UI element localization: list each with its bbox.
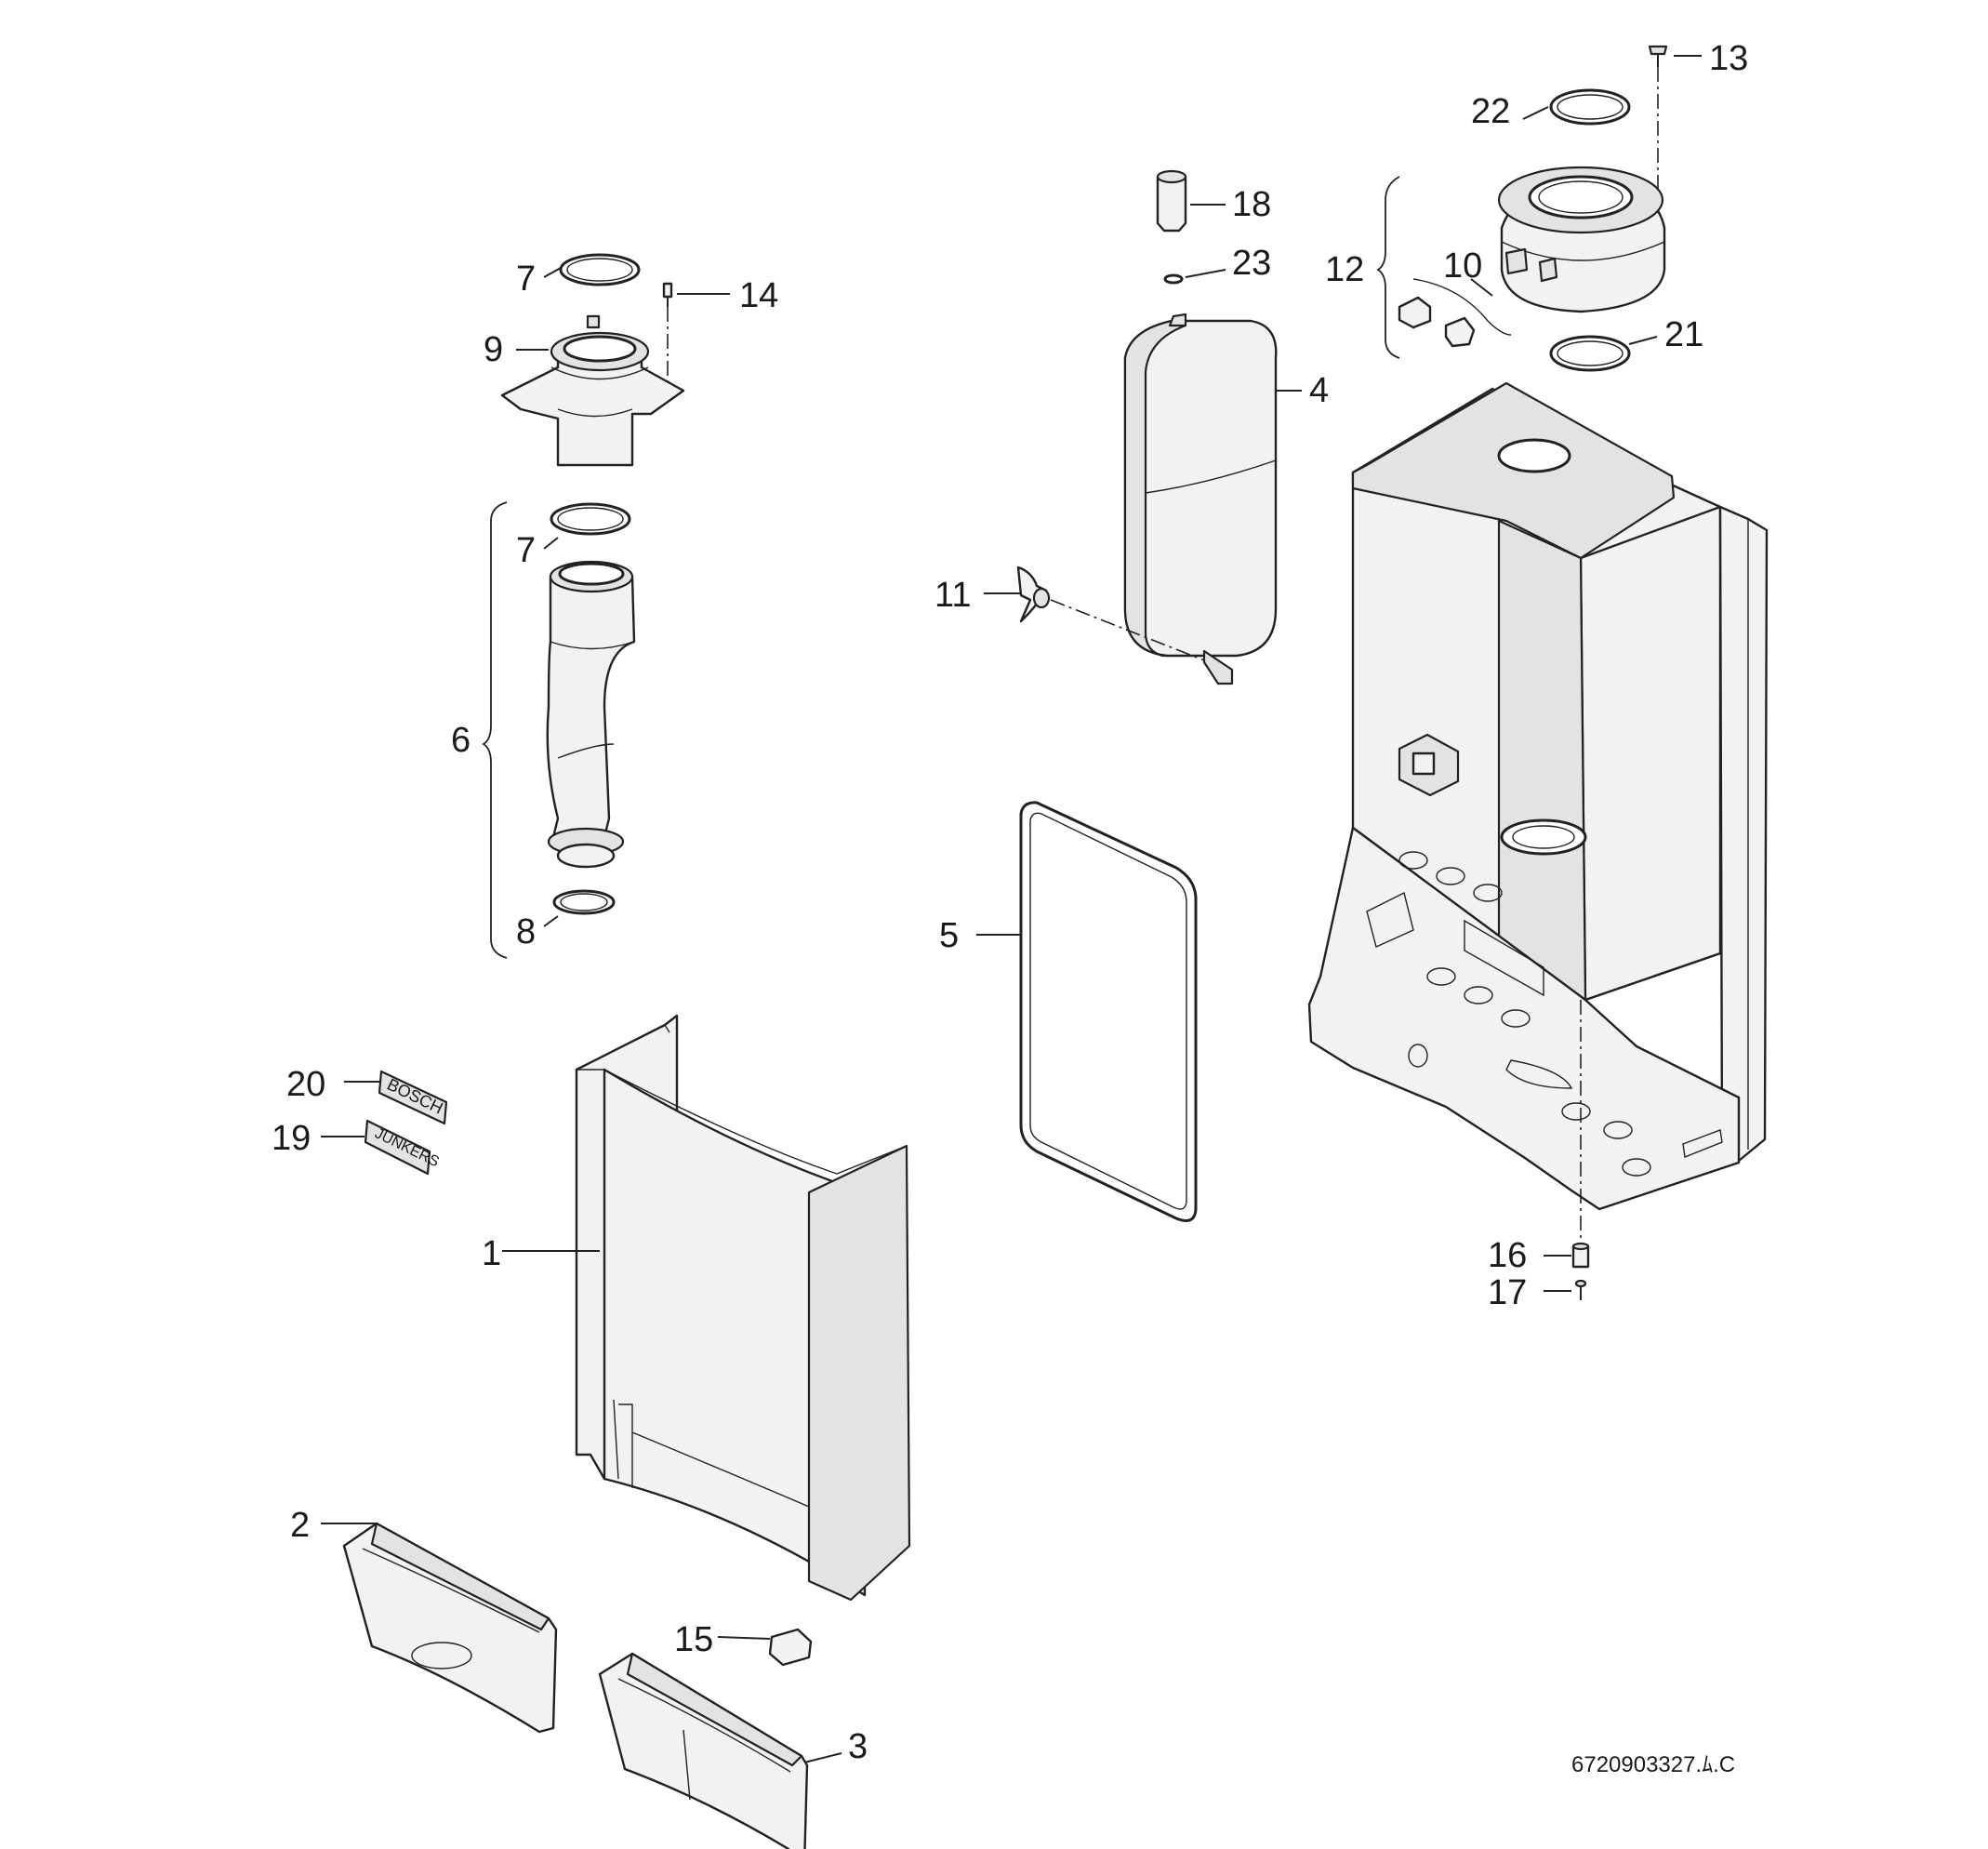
part-2-lower-cover: [321, 1522, 558, 1734]
label-2: 2: [290, 1506, 310, 1545]
label-22: 22: [1471, 92, 1510, 131]
part-9-flue-adapter: [500, 314, 685, 467]
label-18: 18: [1232, 185, 1271, 224]
label-11: 11: [934, 576, 971, 615]
label-13: 13: [1709, 39, 1748, 78]
label-10: 10: [1443, 246, 1482, 286]
label-15: 15: [674, 1620, 713, 1659]
label-6: 6: [451, 721, 470, 760]
part-7-seal-top: [543, 253, 641, 286]
part-11-wing-nut: [984, 565, 1205, 661]
label-8: 8: [516, 912, 536, 951]
part-10-test-plugs: [1398, 278, 1512, 348]
label-1: 1: [482, 1234, 501, 1273]
label-9: 9: [484, 330, 503, 369]
label-17: 17: [1488, 1273, 1527, 1312]
label-19: 19: [272, 1119, 311, 1158]
part-23-o-ring: [1163, 269, 1226, 285]
callout-labels: 1 2 3 4 5 6 7 7 8 9 10 11 12 13 14 15 16…: [272, 39, 1748, 1766]
label-16: 16: [1488, 1236, 1527, 1275]
part-1-front-casing: [502, 1014, 911, 1602]
label-14: 14: [739, 276, 778, 315]
part-3-lower-cover: [598, 1652, 842, 1849]
boiler-chassis-frame: [1307, 381, 1769, 1246]
label-7-lower: 7: [516, 531, 536, 570]
part-6-flue-duct: [482, 501, 636, 959]
part-4-expansion-vessel: [1123, 313, 1302, 685]
label-20: 20: [286, 1065, 325, 1104]
part-22-seal: [1522, 88, 1631, 126]
part-21-seal: [1549, 335, 1658, 372]
part-20-bosch-badge: BOSCH: [344, 1070, 448, 1125]
part-18-air-vent: [1156, 169, 1226, 233]
label-7-top: 7: [516, 259, 536, 299]
part-17-screw: [1544, 1279, 1587, 1300]
label-4: 4: [1309, 371, 1329, 410]
label-5: 5: [939, 916, 959, 955]
label-21: 21: [1664, 315, 1703, 354]
part-5-gasket: [976, 801, 1198, 1222]
part-15-clip: [717, 1628, 813, 1667]
part-16-spacer: [1544, 1242, 1590, 1269]
label-23: 23: [1232, 244, 1271, 283]
part-19-junkers-badge: JUNKERS: [321, 1119, 442, 1176]
drawing-reference-number: 6720903327.ﾑ.C: [1571, 1752, 1735, 1777]
label-3: 3: [848, 1727, 868, 1766]
part-12-flue-turret: [1376, 166, 1666, 359]
part-14-screw: [662, 282, 730, 391]
label-12: 12: [1325, 250, 1364, 289]
